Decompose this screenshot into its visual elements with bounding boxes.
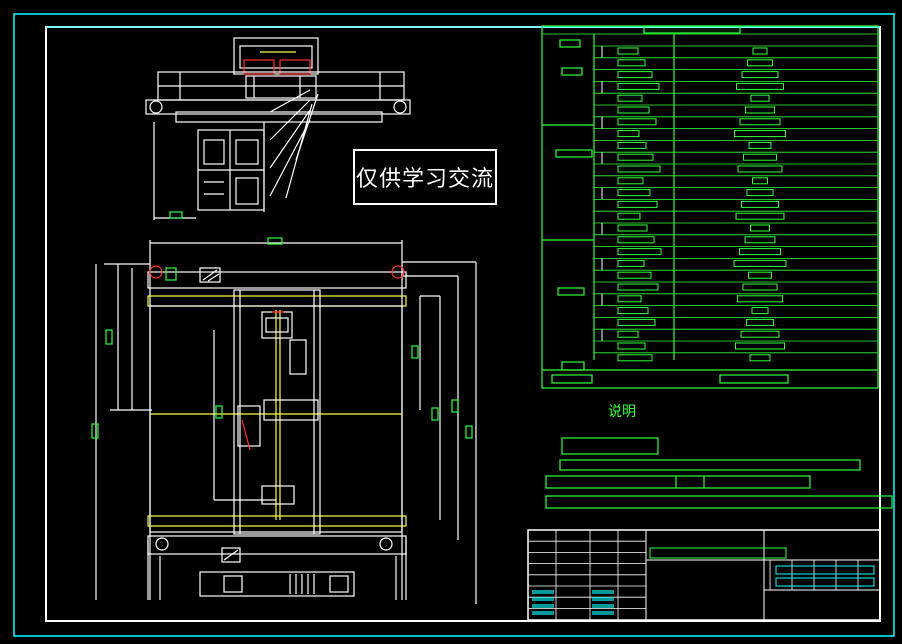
watermark-stamp: 仅供学习交流 bbox=[353, 149, 497, 205]
plan-view bbox=[91, 237, 477, 604]
title-block-grid bbox=[528, 530, 875, 620]
notes-title: 说明 bbox=[608, 404, 636, 420]
parts-table-rows bbox=[594, 45, 878, 362]
stamp-text: 仅供学习交流 bbox=[356, 167, 494, 192]
sheet-border bbox=[13, 13, 895, 637]
notes-section: 说明 bbox=[545, 404, 893, 509]
side-elevation-view bbox=[145, 37, 411, 220]
parts-table bbox=[541, 25, 879, 389]
